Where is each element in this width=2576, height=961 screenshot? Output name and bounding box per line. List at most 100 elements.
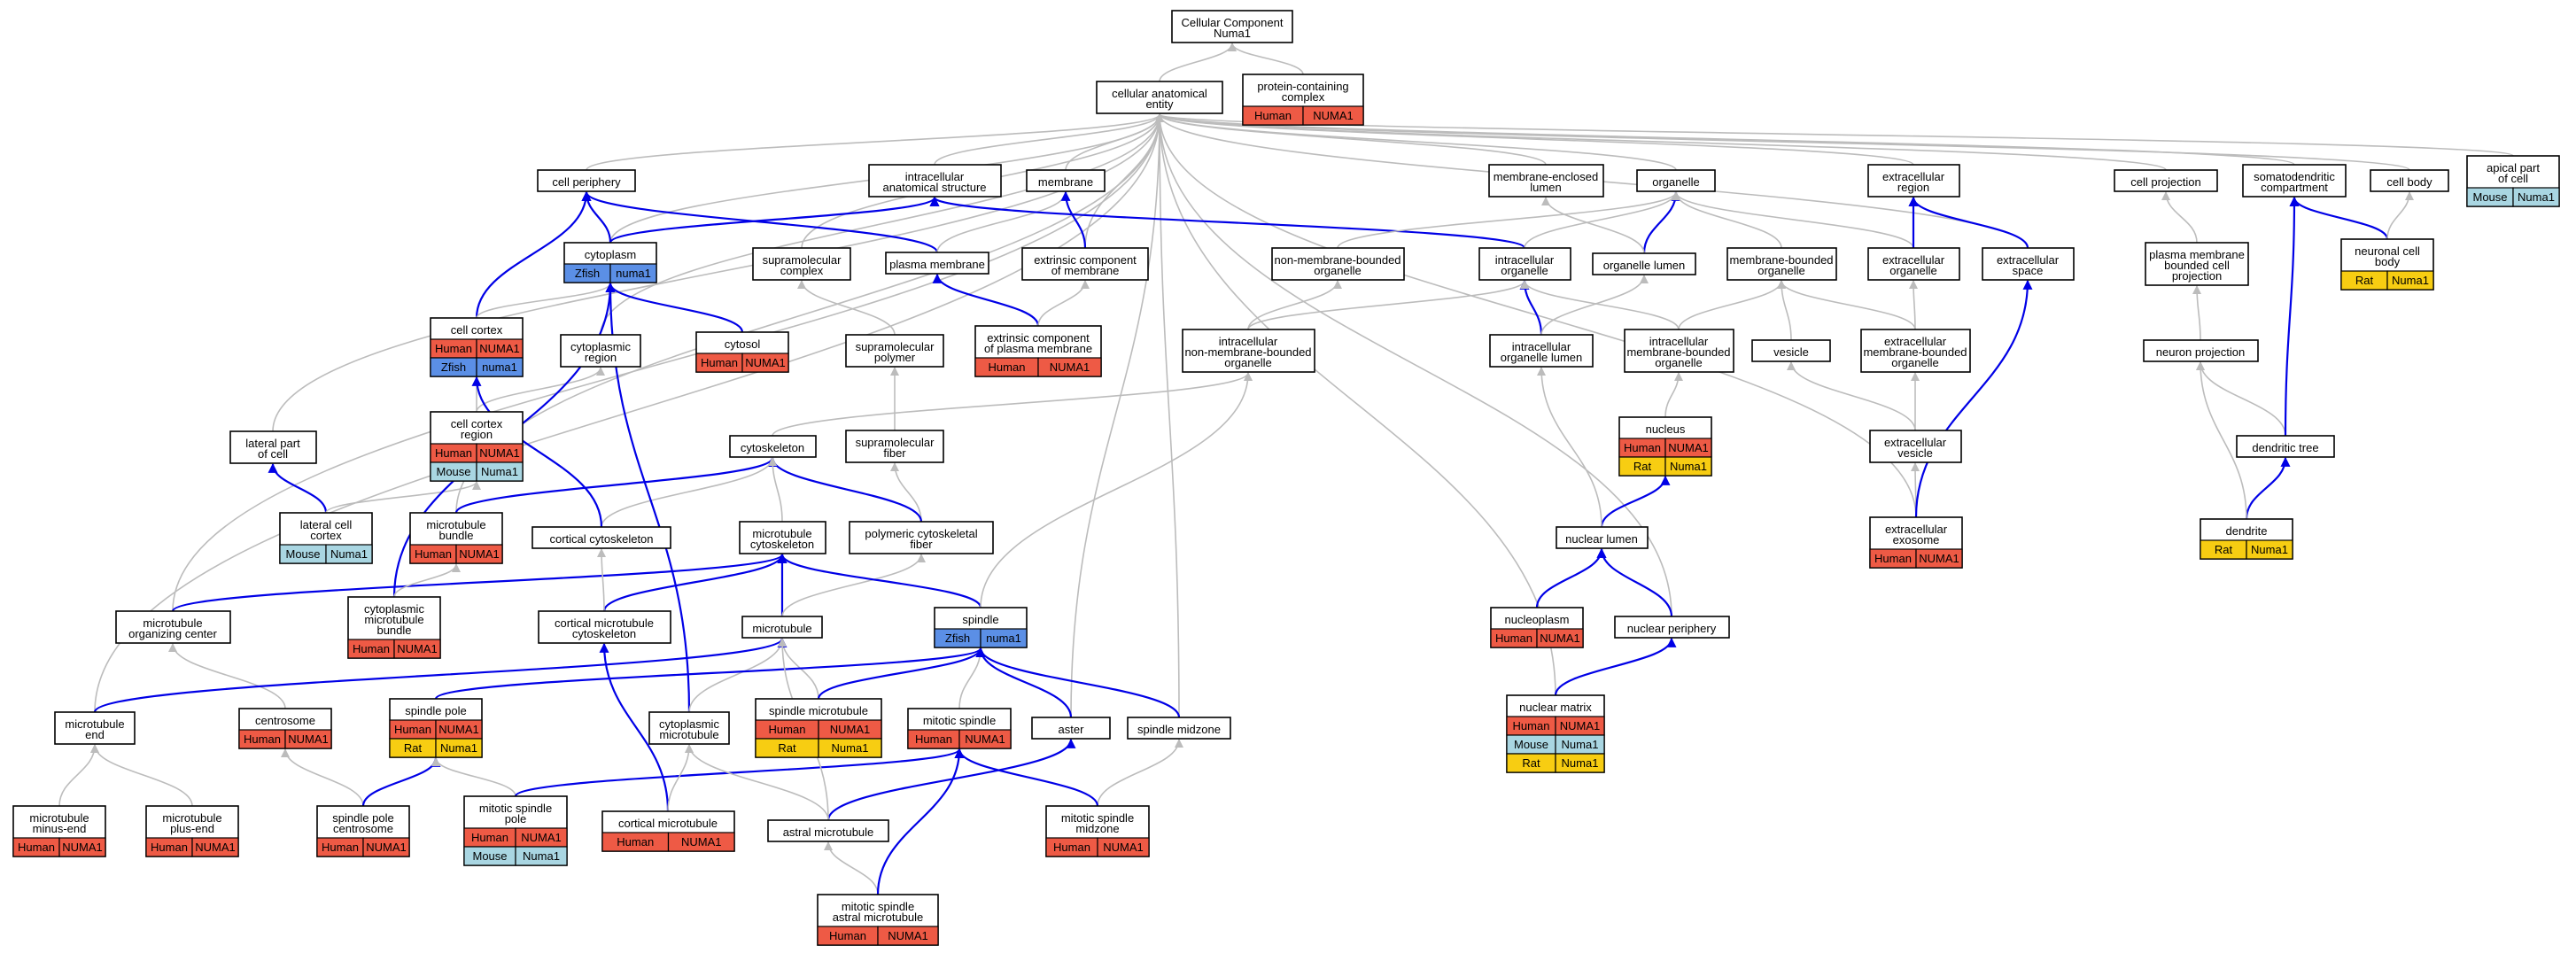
node-label-line: organelle (1314, 264, 1362, 277)
node-cell-proj[interactable]: cell projection (2114, 169, 2218, 192)
node-inmbo[interactable]: intracellularnon-membrane-boundedorganel… (1182, 329, 1315, 373)
node-vesicle[interactable]: vesicle (1751, 339, 1831, 362)
node-cytoskeleton[interactable]: cytoskeleton (729, 435, 817, 458)
node-box (1026, 169, 1106, 192)
node-nuclear-lumen[interactable]: nuclear lumen (1556, 526, 1649, 549)
node-cell-body[interactable]: cell body (2370, 169, 2449, 192)
node-label-line: extracellular (1884, 335, 1947, 348)
gene-label: NUMA1 (745, 356, 786, 369)
node-org-lumen[interactable]: organelle lumen (1592, 252, 1696, 275)
gene-cell (191, 837, 239, 857)
gene-label: Numa1 (481, 465, 518, 478)
edge-ccr-to-cyto-region (476, 367, 605, 413)
node-microtubule[interactable]: microtubule (741, 616, 823, 639)
gene-cell (284, 729, 332, 749)
node-label-line: plus-end (170, 822, 214, 835)
gene-label: Numa1 (1562, 738, 1599, 751)
node-label-line: of cell (2498, 172, 2528, 185)
node-neuron-proj[interactable]: neuron projection (2143, 339, 2259, 362)
node-box (2143, 339, 2259, 362)
node-label-line: apical part (2487, 161, 2540, 174)
node-astral-mt[interactable]: astral microtubule (767, 819, 889, 842)
node-box (741, 616, 823, 639)
node-label-line: microtubule (364, 613, 423, 626)
node-organelle[interactable]: organelle (1636, 169, 1716, 192)
node-cell-periphery[interactable]: cell periphery (537, 169, 636, 192)
gene-label: NUMA1 (479, 446, 520, 460)
node-nuc-periph[interactable]: nuclear periphery (1614, 616, 1730, 639)
node-membrane[interactable]: membrane (1026, 169, 1106, 192)
node-aster[interactable]: aster (1031, 717, 1111, 740)
edge-imbo-to-mbo (1678, 280, 1786, 330)
node-label-line: cytoskeleton (741, 441, 804, 454)
node-box (845, 430, 944, 463)
node-plasma-membrane[interactable]: plasma membrane (885, 252, 989, 275)
node-spindle-midzone[interactable]: spindle midzone (1127, 717, 1231, 740)
node-label-line: nuclear lumen (1565, 532, 1638, 546)
species-label: Human (151, 841, 188, 854)
edge-mt-end-to-cae (94, 113, 1164, 713)
gene-label: NUMA1 (479, 342, 520, 355)
node-label-line: spindle (962, 613, 998, 626)
node-dendritic-tree[interactable]: dendritic tree (2236, 435, 2335, 458)
edge-cell-periphery-to-cae (586, 113, 1164, 171)
node-cort-cytosk[interactable]: cortical cytoskeleton (531, 526, 671, 549)
